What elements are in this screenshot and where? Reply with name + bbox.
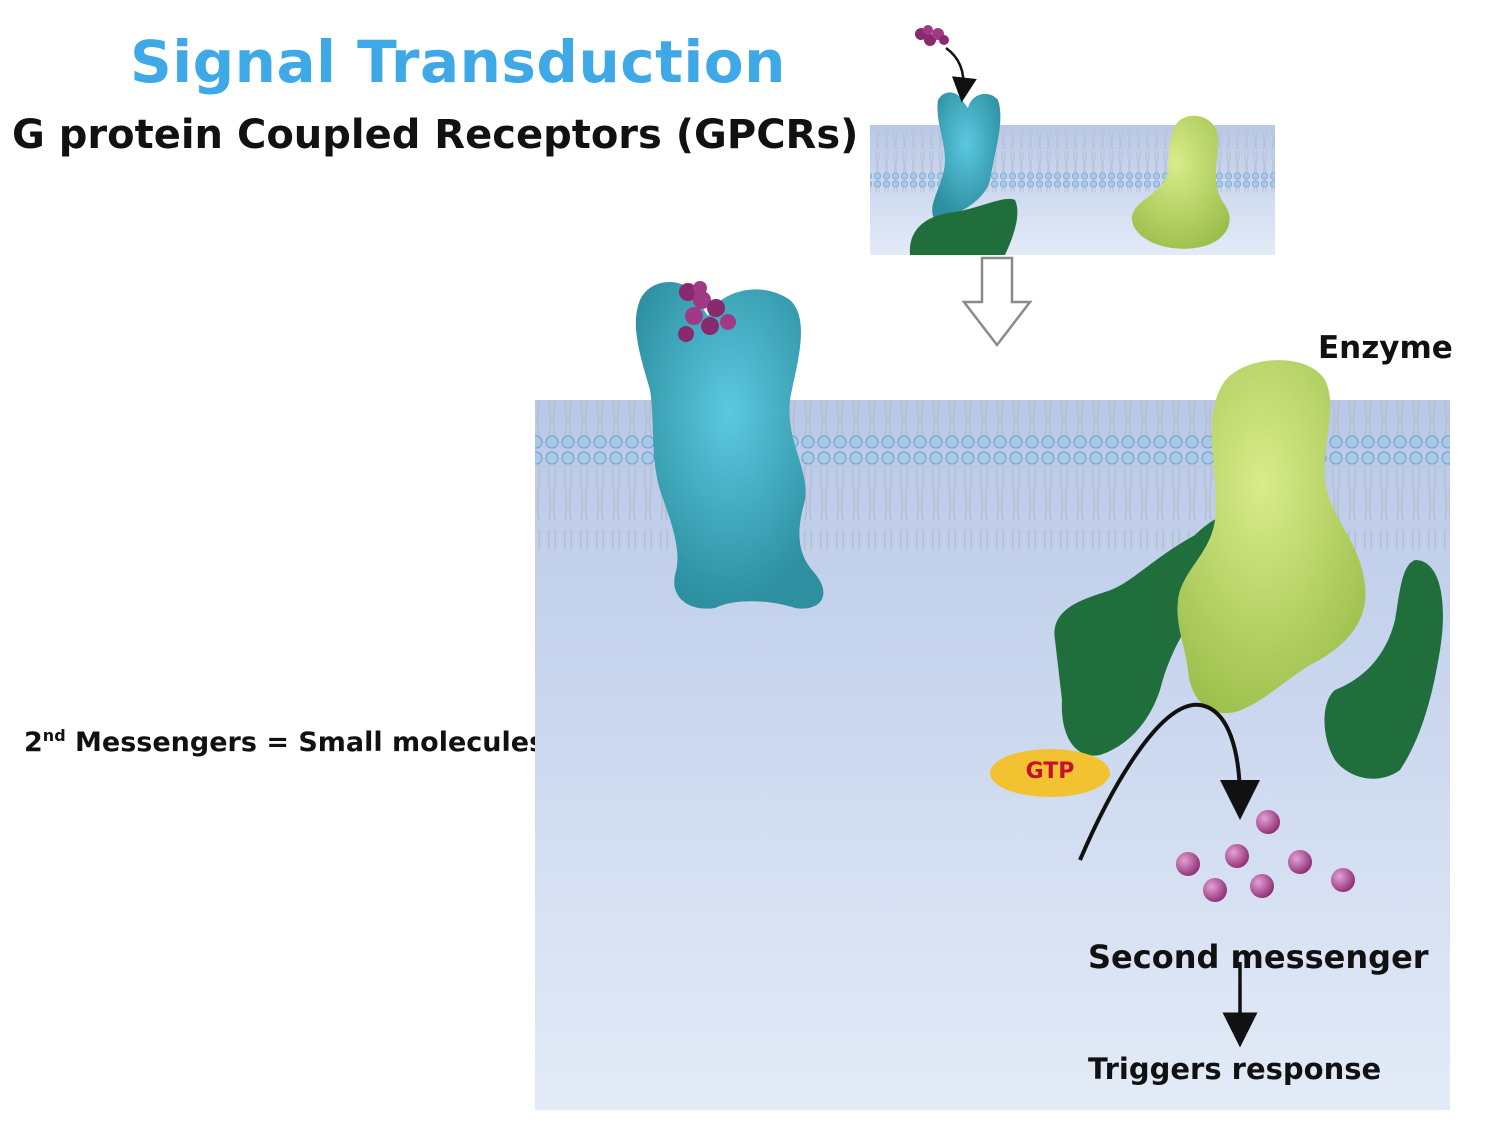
gtp-ellipse <box>990 749 1110 797</box>
g-protein-beta-gamma <box>1324 560 1443 779</box>
transition-arrow <box>961 256 1033 348</box>
gpcr-receptor <box>635 281 824 609</box>
second-messenger-molecule <box>1256 810 1280 834</box>
messenger-ordinal: nd <box>42 726 66 745</box>
messenger-number: 2 <box>24 727 43 758</box>
second-messenger-molecule <box>1176 852 1200 876</box>
main-panel <box>535 281 1450 1110</box>
gtp-label: GTP <box>1025 759 1075 784</box>
enzyme <box>1177 360 1366 714</box>
second-messengers-note: 2nd Messengers = Small molecules <box>24 726 545 758</box>
second-messenger-molecule <box>1225 844 1249 868</box>
second-messenger-molecule <box>1250 874 1274 898</box>
second-messenger-molecule <box>1331 868 1355 892</box>
second-messenger-label: Second messenger <box>1088 938 1429 976</box>
overview-panel <box>870 25 1275 255</box>
overview-g-protein <box>909 198 1018 255</box>
bound-ligand <box>678 281 736 342</box>
enzyme-label: Enzyme <box>1318 330 1453 366</box>
overview-receptor <box>932 92 1001 220</box>
triggers-response-label: Triggers response <box>1088 1052 1382 1086</box>
production-arrow <box>1078 702 1260 861</box>
subtitle: G protein Coupled Receptors (GPCRs) <box>12 112 859 158</box>
title: Signal Transduction <box>130 28 786 96</box>
overview-enzyme <box>1131 115 1230 249</box>
second-messenger-molecules <box>1176 810 1355 902</box>
overview-ligand <box>915 25 949 46</box>
second-messenger-molecule <box>1288 850 1312 874</box>
overview-binding-arrow <box>945 46 977 103</box>
messenger-text: Messengers = Small molecules <box>65 727 546 758</box>
second-messenger-molecule <box>1203 878 1227 902</box>
